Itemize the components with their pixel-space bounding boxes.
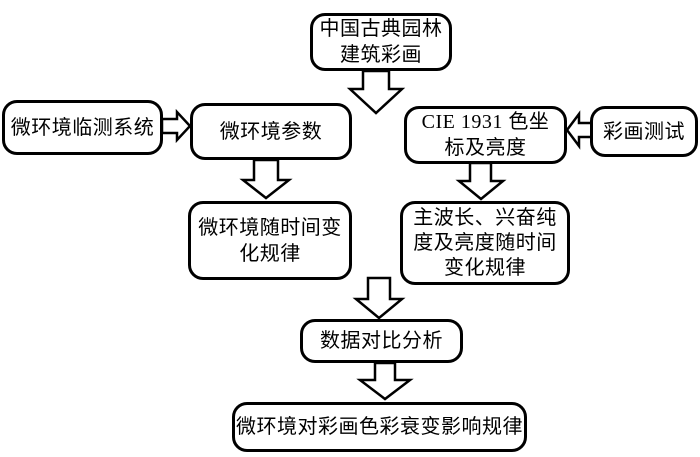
arrow-analysis-to-conclusion-icon <box>356 361 414 401</box>
node-color-decay-influence-law: 微环境对彩画色彩衰变影响规律 <box>232 402 527 452</box>
node-env-time-variation-law: 微环境随时间变 化规律 <box>188 201 352 280</box>
node-painting-test: 彩画测试 <box>590 106 698 157</box>
arrow-test-to-cie-icon <box>565 110 594 150</box>
arrow-source-down-icon <box>346 69 406 115</box>
node-source-title: 中国古典园林 建筑彩画 <box>310 13 452 71</box>
node-microenvironment-parameters: 微环境参数 <box>190 103 352 160</box>
node-wavelength-purity-luminance-law: 主波长、兴奋纯 度及亮度随时间 变化规律 <box>400 201 570 285</box>
node-cie-1931-coordinates: CIE 1931 色坐 标及亮度 <box>404 106 567 164</box>
arrow-monitor-to-param-icon <box>160 108 192 144</box>
arrow-to-analysis-icon <box>352 276 406 320</box>
arrow-param-to-envlaw-icon <box>239 158 293 200</box>
node-monitoring-system: 微环境临测系统 <box>2 100 163 155</box>
arrow-cie-to-colorlaw-icon <box>455 161 507 201</box>
node-data-comparison-analysis: 数据对比分析 <box>300 319 463 363</box>
